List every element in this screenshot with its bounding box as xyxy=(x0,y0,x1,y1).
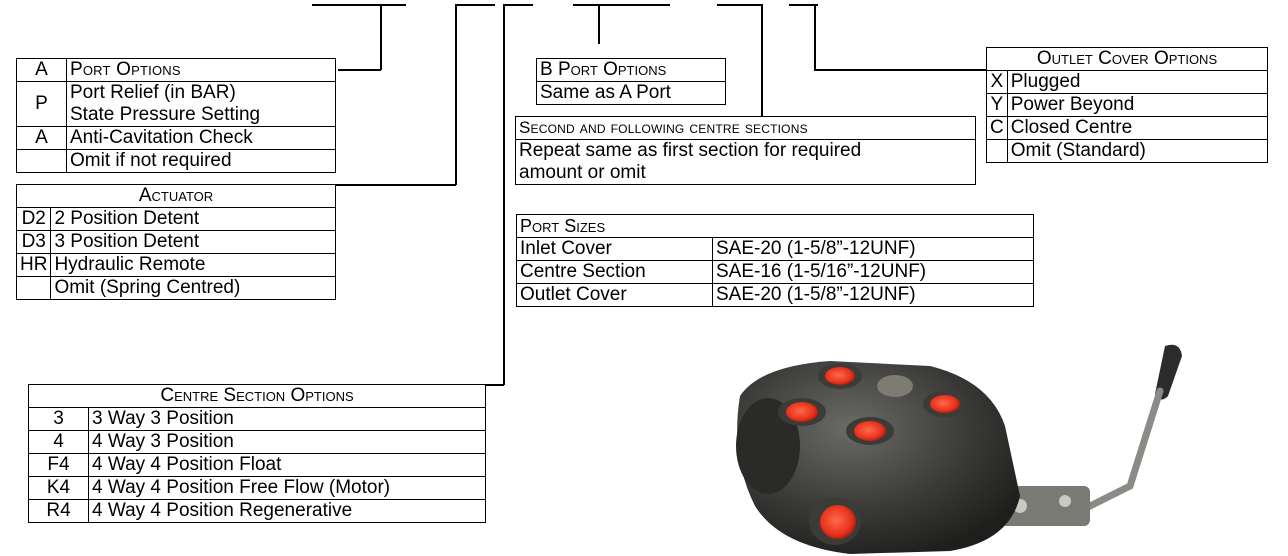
outlet-desc: Closed Centre xyxy=(1006,116,1269,140)
a-port-title: Port Options xyxy=(66,58,336,82)
a-port-code: P xyxy=(16,81,67,127)
centre-code: 4 xyxy=(28,430,89,454)
actuator-code: D3 xyxy=(15,230,52,254)
connector-line xyxy=(814,4,816,70)
port-size-value: SAE-16 (1-5/16”-12UNF) xyxy=(712,260,1034,284)
connector-line xyxy=(338,69,381,71)
a-port-options-table: A Port Options P Port Relief (in BAR) St… xyxy=(16,58,336,173)
centre-code: F4 xyxy=(28,453,89,477)
centre-desc: 4 Way 4 Position Free Flow (Motor) xyxy=(88,476,486,500)
port-opening xyxy=(930,395,960,413)
port-sizes-title: Port Sizes xyxy=(516,214,1034,238)
a-port-code xyxy=(16,149,67,173)
valve-photo xyxy=(736,344,1182,554)
a-port-desc-line: State Pressure Setting xyxy=(70,104,261,125)
b-port-title: B Port Options xyxy=(536,58,726,82)
outlet-code: X xyxy=(986,70,1008,94)
actuator-code: HR xyxy=(15,253,52,277)
centre-desc: 4 Way 4 Position Regenerative xyxy=(88,499,486,523)
a-port-desc: Port Relief (in BAR) State Pressure Sett… xyxy=(66,81,336,127)
centre-section-table: Centre Section Options 3 3 Way 3 Positio… xyxy=(28,384,486,523)
connector-line xyxy=(814,69,986,71)
port-opening xyxy=(820,505,856,539)
second-section-line: Repeat same as first section for require… xyxy=(519,140,862,161)
second-section-title: Second and following centre sections xyxy=(515,116,976,140)
centre-desc: 4 Way 4 Position Float xyxy=(88,453,486,477)
port-size-name: Inlet Cover xyxy=(516,237,713,261)
connector-line xyxy=(455,4,457,185)
connector-line xyxy=(761,4,763,116)
connector-line xyxy=(312,4,406,6)
connector-line xyxy=(380,4,382,70)
connector-line xyxy=(717,4,763,6)
actuator-desc: Hydraulic Remote xyxy=(50,253,336,277)
connector-line xyxy=(789,4,818,6)
b-port-options-table: B Port Options Same as A Port xyxy=(536,58,726,105)
centre-desc: 3 Way 3 Position xyxy=(88,407,486,431)
actuator-desc: 3 Position Detent xyxy=(50,230,336,254)
connector-line xyxy=(503,4,533,6)
port-sizes-table: Port Sizes Inlet Cover SAE-20 (1-5/8”-12… xyxy=(516,214,1034,307)
outlet-code: Y xyxy=(986,93,1008,117)
outlet-code: C xyxy=(986,116,1008,140)
port-size-value: SAE-20 (1-5/8”-12UNF) xyxy=(712,237,1034,261)
lever-rod xyxy=(1076,387,1164,515)
actuator-desc: Omit (Spring Centred) xyxy=(50,276,336,300)
port-opening xyxy=(786,402,818,422)
a-port-code: A xyxy=(16,126,67,150)
port-size-name: Centre Section xyxy=(516,260,713,284)
second-section-line: amount or omit xyxy=(519,162,646,183)
outlet-cover-table: Outlet Cover Options X Plugged Y Power B… xyxy=(986,47,1269,163)
connector-line xyxy=(335,184,456,186)
port-opening xyxy=(854,421,886,441)
b-port-value: Same as A Port xyxy=(536,81,726,105)
actuator-desc: 2 Position Detent xyxy=(50,207,336,231)
actuator-code: D2 xyxy=(15,207,52,231)
connector-line xyxy=(573,4,670,6)
port-size-name: Outlet Cover xyxy=(516,283,713,307)
port-size-value: SAE-20 (1-5/8”-12UNF) xyxy=(712,283,1034,307)
outlet-cover-title: Outlet Cover Options xyxy=(986,47,1268,71)
connector-line xyxy=(598,4,600,44)
outlet-desc: Power Beyond xyxy=(1006,93,1269,117)
actuator-table: Actuator D2 2 Position Detent D3 3 Posit… xyxy=(15,184,336,300)
connector-line xyxy=(503,4,505,385)
centre-section-title: Centre Section Options xyxy=(28,384,486,408)
second-section-table: Second and following centre sections Rep… xyxy=(515,116,976,185)
second-section-desc: Repeat same as first section for require… xyxy=(515,139,976,185)
centre-code: R4 xyxy=(28,499,89,523)
outlet-desc: Plugged xyxy=(1006,70,1269,94)
actuator-title: Actuator xyxy=(16,184,336,208)
port-opening xyxy=(877,375,913,397)
a-port-desc: Anti-Cavitation Check xyxy=(66,126,336,150)
actuator-code xyxy=(15,276,52,300)
a-port-desc: Omit if not required xyxy=(66,149,336,173)
port-opening xyxy=(825,367,855,385)
centre-code: 3 xyxy=(28,407,89,431)
lever-handle xyxy=(1155,344,1182,400)
outlet-desc: Omit (Standard) xyxy=(1006,139,1269,163)
centre-code: K4 xyxy=(28,476,89,500)
connector-line xyxy=(455,4,495,6)
connector-line xyxy=(483,384,504,386)
outlet-code xyxy=(986,139,1008,163)
a-port-letter: A xyxy=(16,58,67,82)
centre-desc: 4 Way 3 Position xyxy=(88,430,486,454)
a-port-desc-line: Port Relief (in BAR) xyxy=(70,82,236,103)
